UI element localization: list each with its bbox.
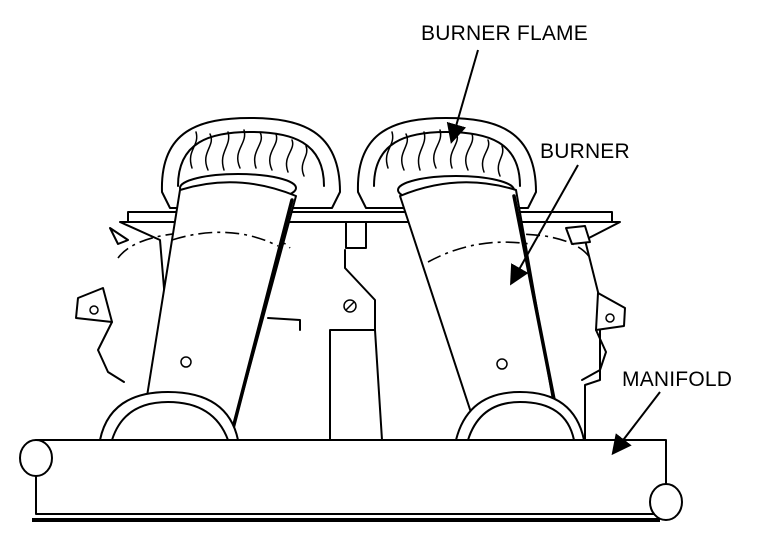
leader-arrows — [446, 49, 661, 456]
burner-arrow — [510, 164, 579, 286]
burner-flame-arrow — [446, 49, 479, 144]
right-burner-flame — [385, 129, 504, 177]
left-burner-flame — [189, 129, 308, 177]
burner-flame-label: BURNER FLAME — [421, 22, 588, 45]
manifold-arrow — [611, 391, 661, 456]
right-burner-tube — [399, 181, 585, 442]
left-burner-tube — [99, 181, 297, 442]
manifold-pipe — [19, 439, 683, 522]
manifold-label: MANIFOLD — [622, 368, 733, 391]
burner-label: BURNER — [540, 140, 630, 163]
